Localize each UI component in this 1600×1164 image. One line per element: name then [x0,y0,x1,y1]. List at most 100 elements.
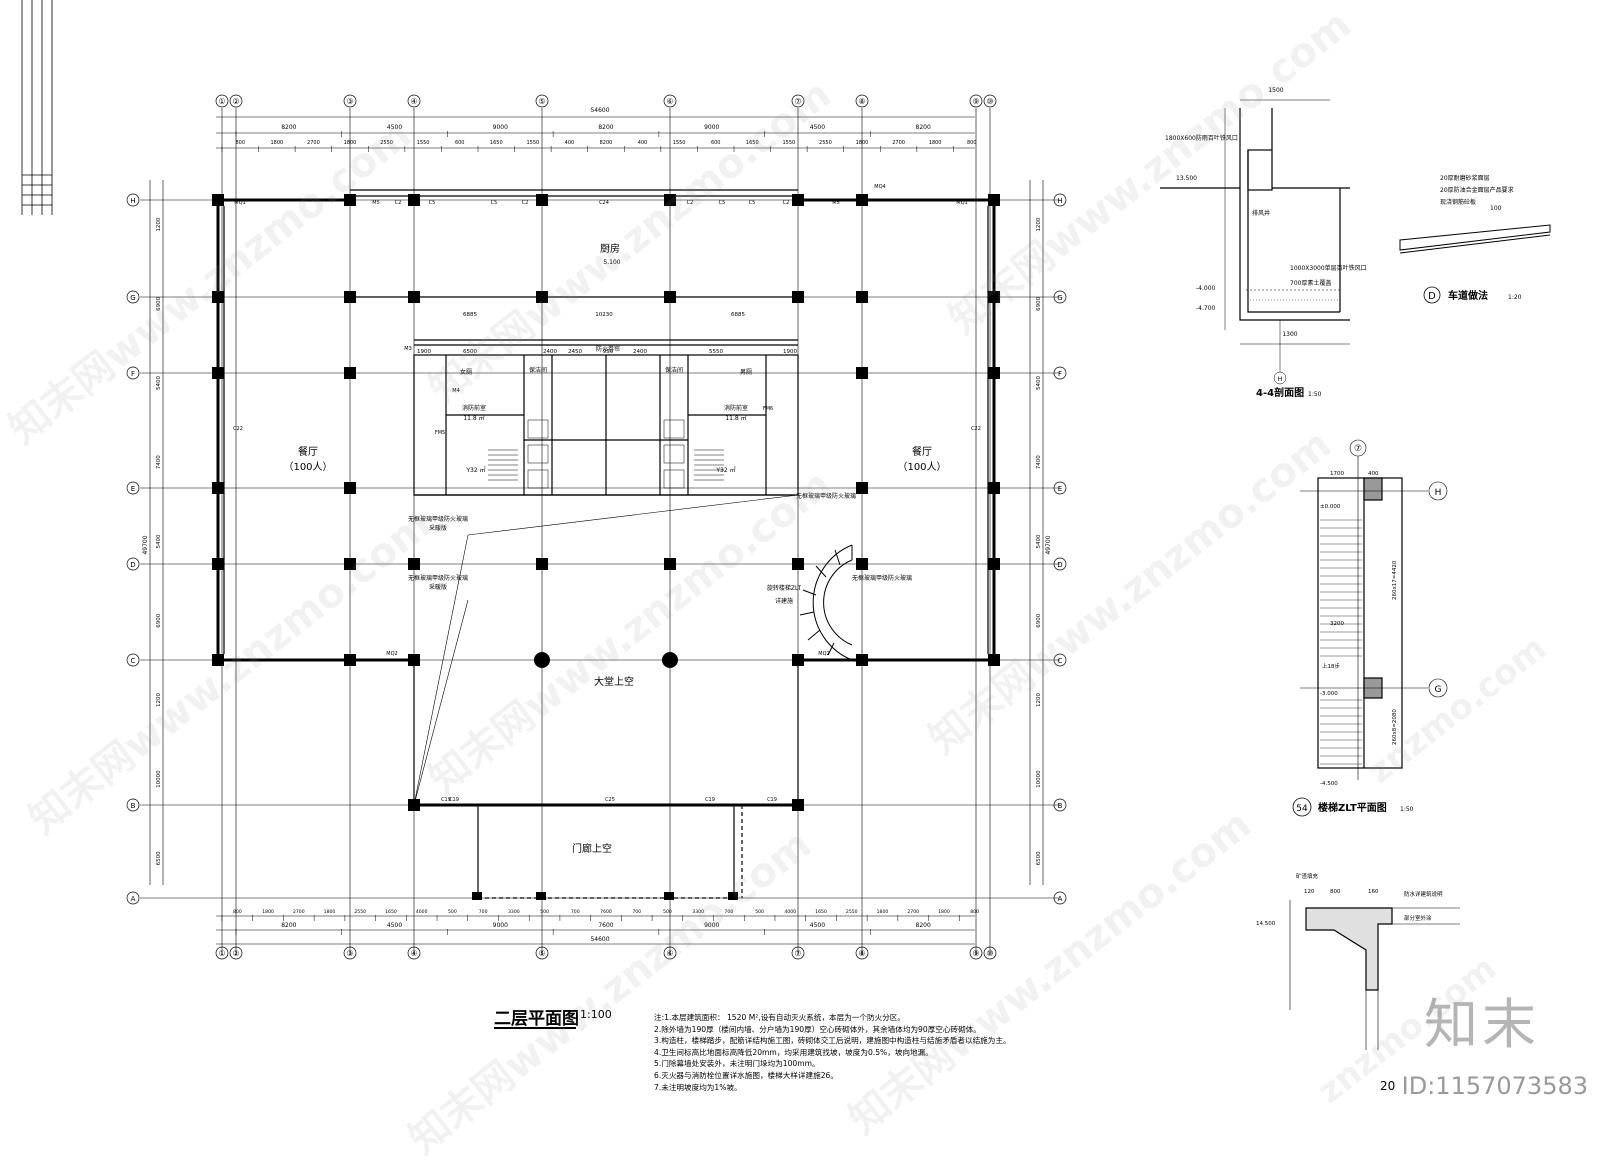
note-6: 6.灭火器与消防栓位置详水施图，楼梯大样详建施26。 [654,1070,838,1080]
dimension-text: 500 [540,909,549,915]
dimension-text: 1550 [673,140,686,146]
section44-label-b: 1000X3000单层百叶铁风口 [1290,264,1367,272]
window-tag: FM6 [763,406,773,412]
dimension-text: 6500 [156,851,162,865]
detail-d: 20厚耐磨砂浆面层 20厚防油合金面层产品要求 现浇钢筋砼板 100 D 车道做… [1399,174,1551,304]
dimension-text: 10000 [156,770,162,788]
dimension-text: 7400 [156,455,162,469]
dimension-text: 9000 [704,922,719,929]
axis-label: ⑧ [858,97,865,106]
hall-void-label: 大堂上空 [594,675,634,688]
zlt-axis-g: G [1435,685,1442,695]
fire-room-left: 消防前室 [462,404,486,412]
dimension-text: 6900 [1036,296,1042,310]
axis-label: D [130,561,135,569]
inner-dimension: 6500 [463,349,477,355]
window-tag: C5 [429,200,436,206]
floor-plan: 厨房 餐厅 （100人） 餐厅 （100人） 大堂上空 门廊上空 消防前室 11… [126,94,1067,960]
axis-label: ⑩ [986,97,993,106]
note-5: 5.门除幕墙处安装外，未注明门垛均为100mm。 [654,1059,820,1069]
fire-room-right: 消防前室 [724,404,748,412]
axis-label: D [1057,561,1062,569]
dimension-text: 2700 [907,909,919,915]
axis-bubble [407,946,421,960]
dimension-text: 10000 [1036,770,1042,788]
axis-label: ⑤ [538,97,545,106]
window-tag: C19 [767,797,777,803]
dimension-text: 1200 [156,217,162,231]
axis-label: G [130,294,135,302]
window-tag: MQ1 [234,200,245,206]
dining-right-capacity: （100人） [897,461,946,473]
axis-bubble [855,94,869,108]
dimension-text: 1550 [782,140,795,146]
female-wc-label: 女厕 [460,368,472,376]
dimension-text: 1800 [929,140,942,146]
eave-dim-1: 800 [1330,889,1341,895]
note-7: 7.未注明坡度均为1%坡。 [654,1082,742,1092]
window-tag: C22 [233,426,243,432]
cleaning-right-label: 保洁间 [665,366,683,374]
axis-label: ⑥ [666,97,673,106]
zlt-title: 楼梯ZLT平面图 [1318,801,1387,814]
window-tag: C22 [971,426,981,432]
zlt-level-3: -4.500 [1320,781,1338,787]
dimension-text: 1650 [815,909,827,915]
inner-dimension: 950 [603,349,614,355]
window-tag: MQ2 [386,651,397,657]
detail-d-line-2: 20厚防油合金面层产品要求 [1440,186,1514,194]
plan-notes: 注:1.本层建筑面积： 1520 M²,设有自动灭火系统，本层为一个防火分区。 … [654,1012,1011,1093]
fire-door-note-d: 无框玻璃甲级防火玻璃 [852,574,912,582]
detail-d-tag: D [1428,291,1436,302]
note-1: 注:1.本层建筑面积： 1520 M²,设有自动灭火系统，本层为一个防火分区。 [654,1013,905,1022]
axis-label: B [131,802,136,810]
spiral-stair [799,544,853,661]
window-tag: M4 [452,388,460,394]
dimension-text: 5400 [156,376,162,390]
axis-bubble [1053,193,1067,207]
dimension-text: 1800 [344,140,357,146]
section44-level-3: -4.700 [1196,305,1216,312]
dimension-text: 8200 [598,124,613,131]
window-tag: M5 [832,200,840,206]
dimension-text: 2550 [380,140,393,146]
dimension-text: 3300 [508,909,520,915]
window-tag: M3 [404,346,412,352]
eave-level: 14.500 [1256,921,1276,927]
plan-title-underline [494,1027,576,1029]
porch-void-label: 门廊上空 [572,842,612,855]
stair-right-area: Y32 ㎡ [715,466,735,474]
dining-left-capacity: （100人） [283,461,332,473]
dimension-text: 2700 [293,909,305,915]
axis-label: ⑩ [986,949,993,958]
section44-scale: 1:50 [1308,391,1322,398]
axis-label: ③ [346,97,353,106]
section-4-4: 1800X600防雨百叶铁风口 1000X3000单层百叶铁风口 700厚素土覆… [1160,87,1367,399]
dimension-text: 4000 [416,909,428,915]
window-tag: C2 [783,200,790,206]
note-3: 3.构造柱，楼梯踏步，配筋详结构施工图，砖砌体交工后说明，建施图中构造柱与结施矛… [654,1036,1011,1046]
dimension-text: 9000 [704,124,719,131]
axis-label: A [131,895,136,903]
axis-label: ① [218,97,225,106]
inner-dimension: 2400 [633,349,647,355]
dimension-text: 2550 [846,909,858,915]
inner-dimension: 6885 [463,312,477,318]
zlt-axis-7: ⑦ [1354,444,1362,454]
axis-bubble [535,946,549,960]
fire-curtain-label: 防火卷帘 [596,345,620,353]
dimension-text: 1650 [385,909,397,915]
eave-label-3: 部分室外涂 [1404,914,1432,922]
dimension-text: 4500 [810,124,825,131]
dimension-text: 600 [711,140,721,146]
zlt-tag: 54 [1296,804,1308,814]
axis-label: H [1057,197,1062,205]
dimension-text: 1800 [262,909,274,915]
dimension-text: 2550 [819,140,832,146]
columns [212,194,1000,900]
inner-dimension: 1900 [417,349,431,355]
dimension-text: 4500 [810,922,825,929]
dimension-text: 9000 [493,124,508,131]
